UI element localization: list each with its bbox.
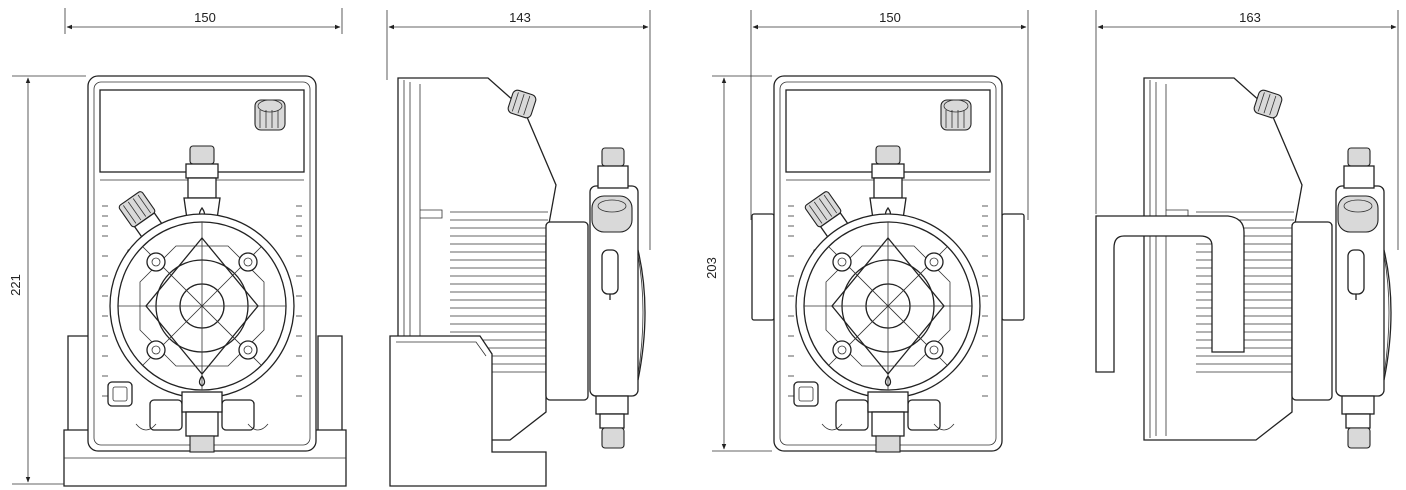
dim-view2-width: 143 bbox=[509, 10, 531, 25]
front-view-wall-mount bbox=[712, 10, 1029, 453]
front-view-with-bracket bbox=[12, 8, 347, 487]
dim-view4-width: 163 bbox=[1239, 10, 1261, 25]
side-view-with-bracket bbox=[386, 10, 651, 487]
dim-view3-width: 150 bbox=[879, 10, 901, 25]
dim-view1-width: 150 bbox=[194, 10, 216, 25]
dim-view3-height: 203 bbox=[704, 257, 719, 279]
side-view-wall-mount bbox=[1095, 10, 1399, 449]
dim-view1-height: 221 bbox=[8, 274, 23, 296]
